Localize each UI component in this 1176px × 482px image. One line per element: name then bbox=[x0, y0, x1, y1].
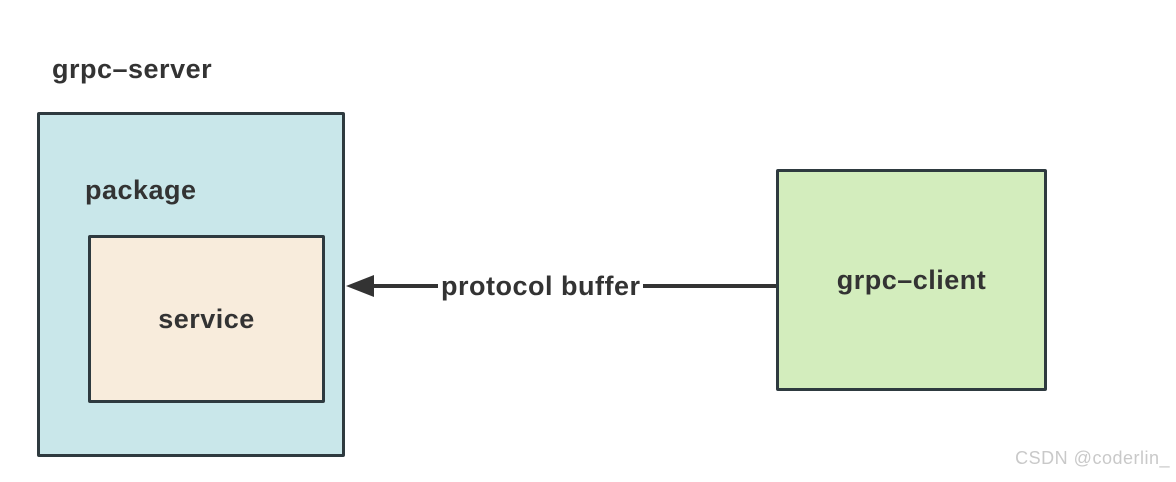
arrow-head-left-icon bbox=[346, 275, 374, 297]
protocol-buffer-label: protocol buffer bbox=[441, 270, 641, 301]
package-box: package service bbox=[37, 112, 345, 457]
server-group-label: grpc–server bbox=[52, 54, 213, 84]
package-label: package bbox=[85, 175, 197, 205]
protocol-buffer-arrow: protocol buffer bbox=[346, 271, 776, 301]
service-label: service bbox=[158, 303, 255, 334]
arrow-line-right bbox=[643, 284, 776, 288]
client-label: grpc–client bbox=[836, 264, 987, 295]
client-box: grpc–client bbox=[776, 169, 1047, 391]
watermark: CSDN @coderlin_ bbox=[1015, 448, 1170, 468]
arrow-line-left bbox=[374, 284, 438, 288]
service-box: service bbox=[88, 235, 325, 403]
